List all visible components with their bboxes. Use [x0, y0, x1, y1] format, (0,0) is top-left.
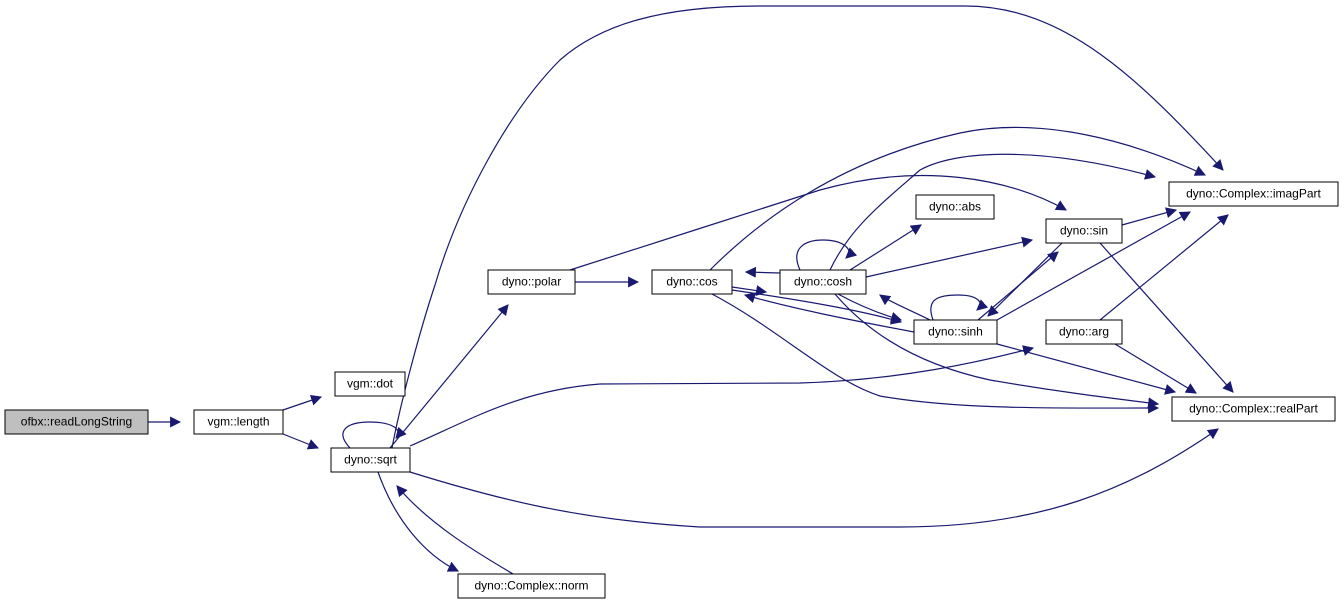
edge-length-to-dot [282, 395, 323, 411]
edge-cos-to-cosh [731, 285, 768, 297]
edge-sqrt-to-arg [409, 345, 1035, 447]
edge-length-to-sqrt [282, 433, 320, 450]
node-readLongString[interactable]: ofbx::readLongString [4, 409, 149, 435]
node-label: dyno::sqrt [344, 453, 397, 467]
node-label: dyno::abs [929, 200, 981, 214]
nodes-layer: ofbx::readLongString vgm::length vgm::do… [4, 181, 1339, 599]
node-label: dyno::Complex::realPart [1189, 402, 1318, 416]
node-polar[interactable]: dyno::polar [487, 269, 576, 295]
edge-sqrt-to-sqrt [342, 421, 407, 449]
edge-sqrt-to-norm [377, 471, 459, 572]
node-label: dyno::polar [502, 275, 561, 289]
node-dot[interactable]: vgm::dot [334, 371, 406, 397]
node-norm[interactable]: dyno::Complex::norm [457, 573, 606, 599]
edge-cos-to-sinh [731, 289, 903, 325]
edge-sqrt-to-imagPart [391, 5, 1224, 449]
edge-sinh-to-cosh [879, 294, 931, 321]
node-abs[interactable]: dyno::abs [915, 194, 995, 220]
node-label: dyno::Complex::imagPart [1186, 187, 1321, 201]
node-sin[interactable]: dyno::sin [1045, 218, 1123, 244]
node-label: dyno::sinh [928, 325, 983, 339]
edge-cosh-to-realPart [834, 293, 1160, 409]
node-label: dyno::arg [1059, 325, 1109, 339]
node-label: dyno::cos [666, 275, 717, 289]
node-label: dyno::sin [1060, 224, 1108, 238]
edge-cosh-to-sin [865, 236, 1034, 278]
node-label: dyno::Complex::norm [474, 579, 588, 593]
node-arg[interactable]: dyno::arg [1045, 319, 1123, 345]
node-realPart[interactable]: dyno::Complex::realPart [1171, 396, 1336, 422]
edge-sin-to-imagPart [1121, 207, 1178, 226]
node-length[interactable]: vgm::length [193, 409, 284, 435]
node-imagPart[interactable]: dyno::Complex::imagPart [1168, 181, 1339, 207]
edge-sqrt-to-realPart [409, 428, 1219, 528]
edge-cosh-to-cos [744, 266, 781, 278]
edge-sinh-to-sinh [930, 294, 989, 321]
node-label: vgm::dot [347, 377, 394, 391]
edge-cos-to-realPart [711, 293, 1160, 414]
edge-sinh-to-imagPart [996, 211, 1191, 321]
node-label: vgm::length [207, 415, 269, 429]
edge-polar-to-sin [569, 174, 1067, 271]
edge-cosh-to-cosh [796, 239, 858, 271]
edge-sinh-to-realPart [996, 343, 1177, 395]
node-label: ofbx::readLongString [21, 415, 132, 429]
node-sqrt[interactable]: dyno::sqrt [330, 447, 411, 473]
edge-arg-to-imagPart [1099, 214, 1229, 321]
edge-norm-to-sqrt [396, 485, 514, 575]
node-cos[interactable]: dyno::cos [651, 269, 733, 295]
node-label: dyno::cosh [794, 275, 852, 289]
edge-cosh-to-imagPart [829, 153, 1157, 271]
node-cosh[interactable]: dyno::cosh [779, 269, 867, 295]
edge-arg-to-realPart [1114, 343, 1197, 394]
edges-layer [148, 5, 1234, 575]
edge-sinh-to-cos [743, 292, 915, 333]
edge-cos-to-imagPart [709, 126, 1206, 271]
node-sinh[interactable]: dyno::sinh [913, 319, 998, 345]
edge-cosh-to-abs [849, 224, 922, 271]
edge-cosh-to-sinh [837, 293, 903, 323]
edge-sqrt-to-polar [389, 304, 509, 449]
edge-sin-to-sinh [987, 242, 1063, 317]
edge-sin-to-realPart [1099, 242, 1234, 393]
